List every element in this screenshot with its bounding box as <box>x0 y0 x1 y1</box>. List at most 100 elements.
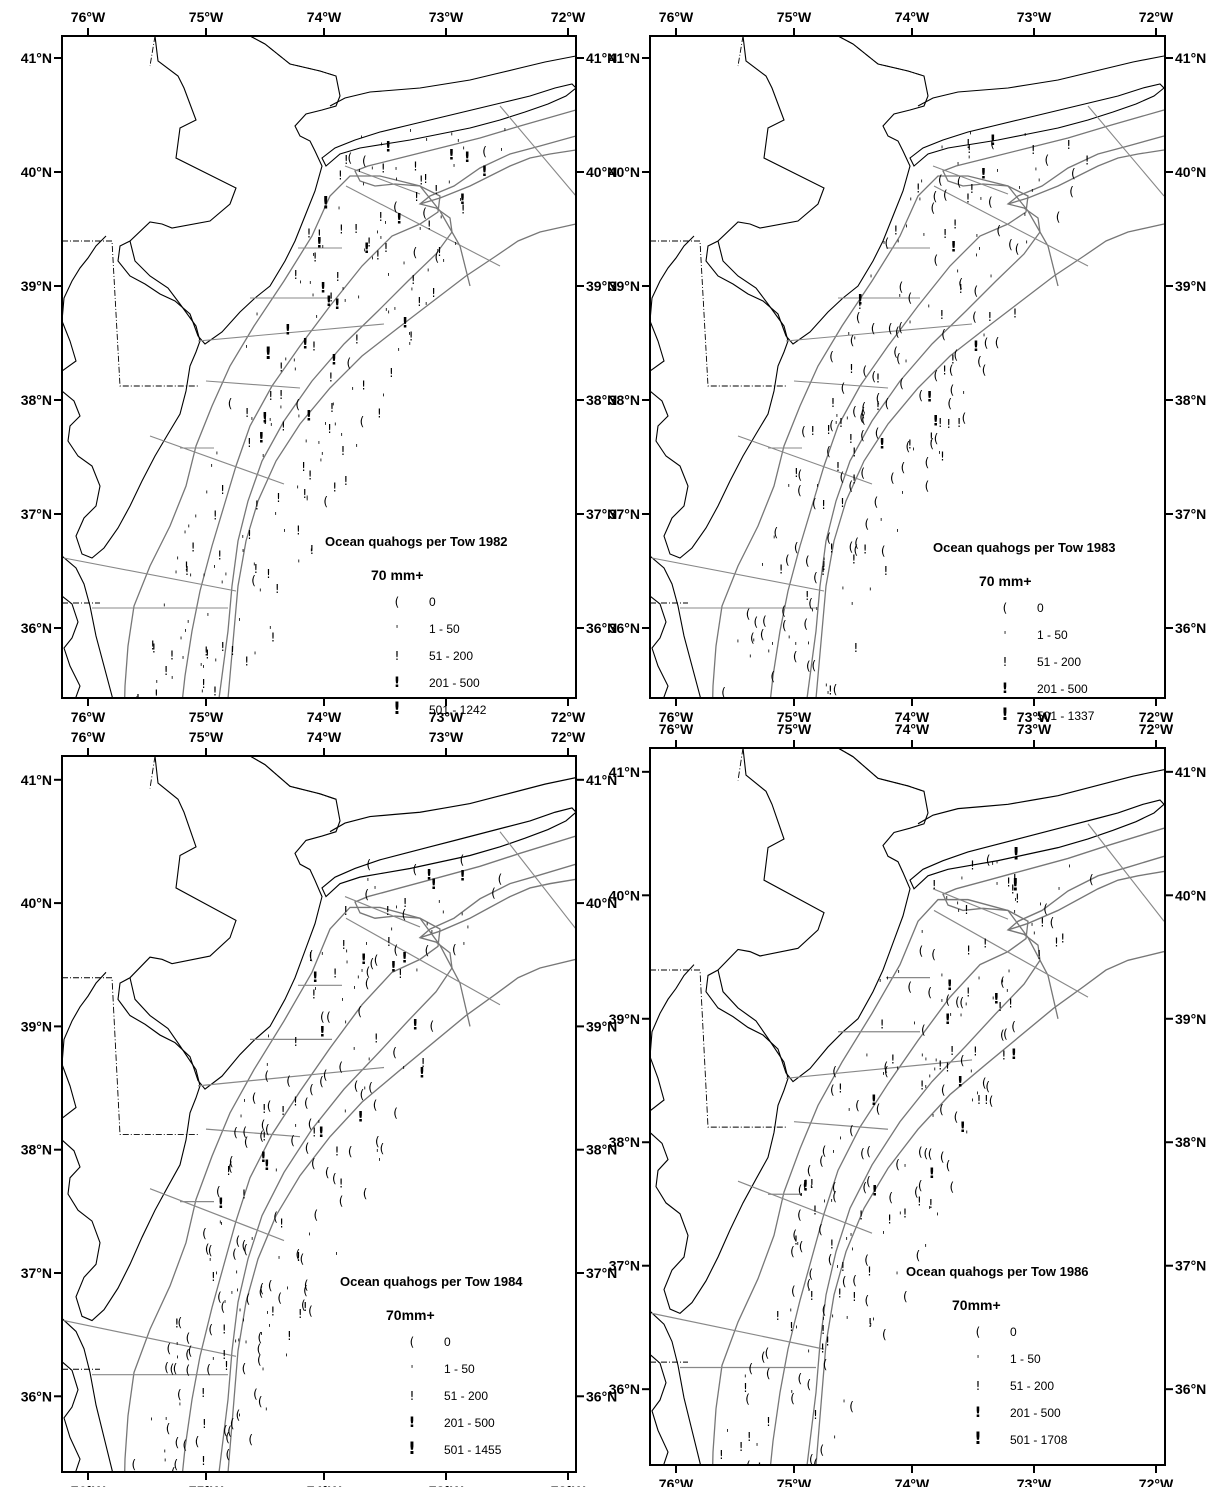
station-catch-marker: ' <box>1034 167 1037 178</box>
lat-label-right: 39°N <box>1175 1011 1206 1027</box>
station-catch-marker: ! <box>205 646 210 661</box>
station-catch-marker: ! <box>816 708 821 723</box>
legend-class-label: 0 <box>444 1335 451 1349</box>
station-catch-marker: ' <box>225 573 228 584</box>
lon-label-bottom: 73°W <box>429 1483 464 1487</box>
station-zero-marker: ( <box>792 1228 797 1242</box>
station-zero-marker: ( <box>986 853 991 867</box>
station-catch-marker: ' <box>312 294 315 305</box>
station-catch-marker: ! <box>317 226 322 241</box>
station-zero-marker: ( <box>393 200 398 214</box>
station-catch-marker: ' <box>756 702 759 713</box>
station-catch-marker: ' <box>744 1375 747 1386</box>
station-zero-marker: ( <box>832 1064 837 1078</box>
station-catch-marker: ' <box>924 1057 927 1068</box>
station-catch-marker: ' <box>901 491 904 502</box>
station-zero-marker: ( <box>803 617 808 631</box>
lat-label-left: 39°N <box>21 278 52 294</box>
station-zero-marker: ( <box>338 1060 343 1074</box>
station-zero-marker: ( <box>173 1458 178 1472</box>
lon-label-bottom: 74°W <box>895 709 930 725</box>
station-zero-marker: ( <box>972 310 977 324</box>
station-catch-marker: ' <box>1013 910 1016 921</box>
station-zero-marker: ( <box>362 154 367 168</box>
lon-label-bottom: 72°W <box>1139 1476 1174 1487</box>
station-zero-marker: ( <box>864 517 869 531</box>
lat-label-left: 41°N <box>609 764 640 780</box>
station-catch-marker: ' <box>387 311 390 322</box>
station-catch-marker: ' <box>427 269 430 280</box>
lon-label-bottom: 72°W <box>551 709 586 725</box>
lat-label-left: 40°N <box>609 887 640 903</box>
station-catch-marker: ' <box>462 942 465 953</box>
station-catch-marker: ' <box>450 132 453 143</box>
station-catch-marker: ' <box>919 197 922 208</box>
station-catch-marker: ' <box>363 249 366 260</box>
station-zero-marker: ( <box>208 1323 213 1337</box>
station-catch-marker: ! <box>1011 1046 1018 1063</box>
station-catch-marker: ! <box>155 703 160 718</box>
station-zero-marker: ( <box>171 1465 176 1479</box>
station-catch-marker: ! <box>829 1236 834 1251</box>
station-catch-marker: ! <box>426 867 433 884</box>
station-catch-marker: ' <box>306 495 309 506</box>
station-catch-marker: ! <box>363 240 370 257</box>
legend-symbol: ! <box>975 1404 982 1421</box>
station-catch-marker: ' <box>442 911 445 922</box>
station-zero-marker: ( <box>808 1267 813 1281</box>
map-frame <box>649 35 1166 699</box>
station-catch-marker: ' <box>869 587 872 598</box>
station-catch-marker: ! <box>928 1196 933 1211</box>
station-zero-marker: ( <box>309 1083 314 1097</box>
station-catch-marker: ! <box>812 1203 817 1218</box>
station-catch-marker: ! <box>945 1059 950 1074</box>
station-catch-marker: ! <box>939 307 944 322</box>
station-catch-marker: ! <box>327 421 332 436</box>
station-catch-marker: ! <box>135 691 140 706</box>
station-zero-marker: ( <box>934 369 939 383</box>
legend-symbol: ' <box>1004 631 1007 642</box>
station-zero-marker: ( <box>326 1010 331 1024</box>
station-zero-marker: ( <box>854 536 859 550</box>
station-catch-marker: ' <box>924 1244 927 1255</box>
station-catch-marker: ' <box>163 603 166 614</box>
station-catch-marker: ! <box>953 217 958 232</box>
station-catch-marker: ' <box>163 1449 166 1460</box>
station-catch-marker: ' <box>259 588 262 599</box>
station-zero-marker: ( <box>888 322 893 336</box>
station-catch-marker: ! <box>339 222 344 237</box>
station-catch-marker: ' <box>425 138 428 149</box>
station-zero-marker: ( <box>849 1400 854 1414</box>
station-zero-marker: ( <box>373 1098 378 1112</box>
station-zero-marker: ( <box>871 369 876 383</box>
station-catch-marker: ' <box>346 961 349 972</box>
station-catch-marker: ! <box>253 561 258 576</box>
legend-class-label: 51 - 200 <box>429 649 473 663</box>
station-catch-marker: ! <box>928 1165 935 1182</box>
station-catch-marker: ' <box>841 587 844 598</box>
station-catch-marker: ! <box>409 328 414 343</box>
station-zero-marker: ( <box>175 1436 180 1450</box>
station-catch-marker: ' <box>203 574 206 585</box>
station-catch-marker: ! <box>334 1144 339 1159</box>
station-catch-marker: ' <box>238 618 241 629</box>
lat-label-left: 38°N <box>21 392 52 408</box>
station-catch-marker: ' <box>278 1256 281 1267</box>
station-catch-marker: ! <box>287 1328 292 1343</box>
lat-label-right: 41°N <box>586 772 617 788</box>
station-catch-marker: ' <box>975 253 978 264</box>
station-zero-marker: ( <box>1008 237 1013 251</box>
station-catch-marker: ' <box>187 620 190 631</box>
station-zero-marker: ( <box>823 1357 828 1371</box>
station-catch-marker: ' <box>245 1340 248 1351</box>
station-catch-marker: ! <box>222 1322 227 1337</box>
station-catch-marker: ! <box>838 415 843 430</box>
lat-label-right: 39°N <box>586 278 617 294</box>
station-catch-marker: ' <box>385 308 388 319</box>
station-catch-marker: ! <box>916 181 921 196</box>
station-catch-marker: ! <box>271 630 276 645</box>
station-catch-marker: ! <box>959 1119 966 1136</box>
station-catch-marker: ' <box>1068 865 1071 876</box>
